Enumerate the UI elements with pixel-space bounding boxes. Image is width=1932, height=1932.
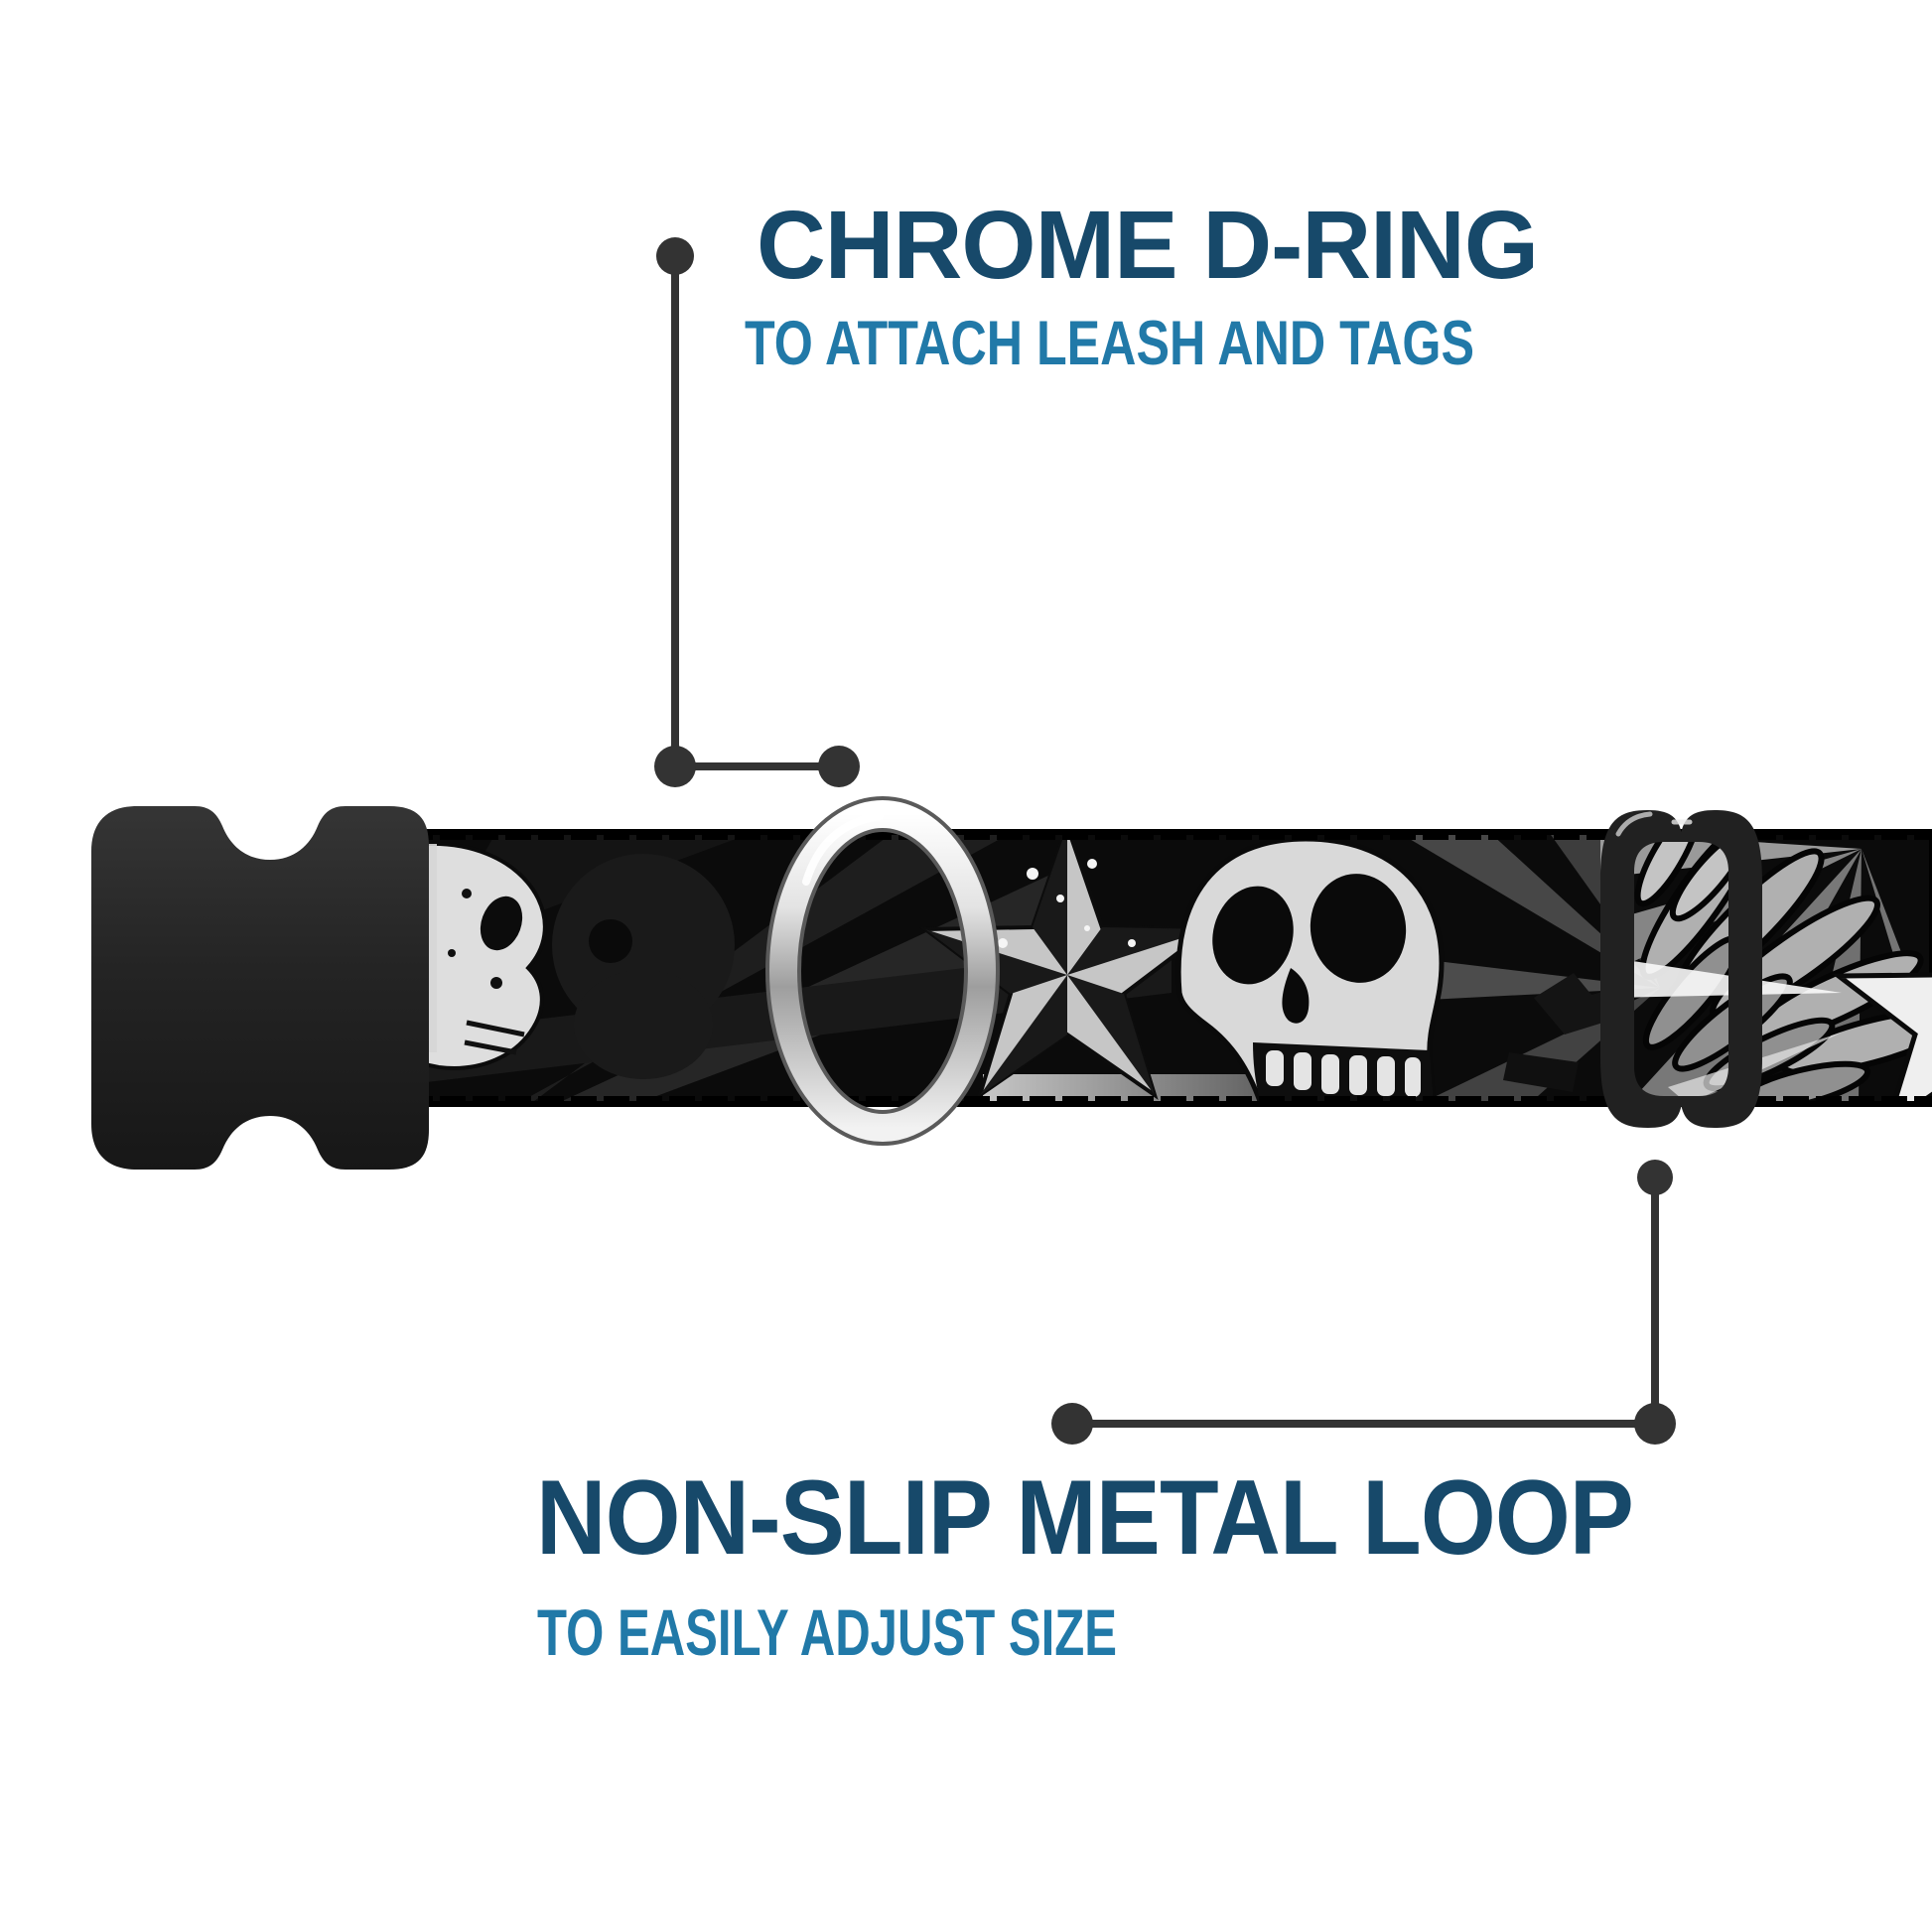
dark-skull-silhouette bbox=[552, 854, 735, 1079]
d-ring-glint bbox=[802, 812, 884, 886]
water-droplet bbox=[1027, 868, 1038, 880]
water-droplet bbox=[998, 938, 1008, 948]
star-facet bbox=[1067, 927, 1209, 975]
skull-speckle bbox=[448, 949, 456, 957]
slider-loop bbox=[1600, 810, 1762, 1128]
star-beam bbox=[1613, 958, 1842, 998]
skull-eye-socket bbox=[480, 896, 523, 951]
callout-dot bbox=[1637, 1160, 1673, 1195]
skull-eye-socket bbox=[1310, 874, 1407, 983]
callout-dot bbox=[1051, 1403, 1093, 1445]
edge-star bbox=[1831, 972, 1932, 1101]
slider-body bbox=[1600, 810, 1762, 1128]
feather bbox=[1634, 835, 1702, 907]
collar bbox=[91, 796, 1932, 1170]
water-droplet bbox=[1087, 859, 1097, 869]
callout-dot bbox=[818, 746, 860, 787]
water-droplet bbox=[1128, 939, 1136, 947]
water-droplet bbox=[1084, 925, 1090, 931]
dark-skull-jaw bbox=[574, 970, 713, 1079]
skull-detail bbox=[464, 1020, 525, 1055]
white-skull-large bbox=[1175, 836, 1445, 1101]
side-release-buckle bbox=[91, 806, 429, 1170]
dark-glyph bbox=[1503, 1052, 1579, 1092]
dark-glyph bbox=[1534, 973, 1621, 1035]
tooth bbox=[1377, 1056, 1395, 1096]
dark-skull-eye bbox=[589, 919, 632, 963]
star-facet bbox=[1067, 975, 1155, 1095]
bottom-callout-subtitle: TO EASILY ADJUST SIZE bbox=[537, 1595, 1117, 1669]
white-skull-small bbox=[403, 842, 547, 1070]
ray bbox=[1403, 835, 1660, 988]
tooth bbox=[1405, 1057, 1421, 1097]
ray bbox=[521, 835, 1008, 1101]
top-callout-subtitle: TO ATTACH LEASH AND TAGS bbox=[745, 309, 1474, 378]
buckle-slot-highlight bbox=[429, 844, 437, 1052]
skull-speckle bbox=[462, 889, 472, 898]
bottom-callout-title: NON-SLIP METAL LOOP bbox=[536, 1457, 1633, 1577]
callout-dot bbox=[654, 746, 696, 787]
star-facet bbox=[1033, 835, 1067, 975]
tooth bbox=[1266, 1050, 1284, 1086]
callout-dot bbox=[656, 237, 694, 275]
water-droplet bbox=[1056, 895, 1064, 902]
skull-eye-socket bbox=[1212, 886, 1294, 985]
chrome-d-ring bbox=[765, 796, 1000, 1146]
annotation-text: CHROME D-RING TO ATTACH LEASH AND TAGS N… bbox=[536, 191, 1634, 1669]
callout-top bbox=[654, 237, 860, 787]
callout-bottom bbox=[1051, 1160, 1676, 1445]
tooth bbox=[1294, 1052, 1311, 1090]
top-callout-title: CHROME D-RING bbox=[757, 191, 1538, 299]
slider-glint bbox=[1615, 811, 1653, 837]
tooth bbox=[1349, 1055, 1367, 1095]
skull-speckle bbox=[490, 977, 502, 989]
skull-nasal-cavity bbox=[1282, 968, 1310, 1024]
star-facet bbox=[980, 975, 1067, 1095]
callout-dot bbox=[1634, 1403, 1676, 1445]
tooth bbox=[1321, 1054, 1339, 1094]
